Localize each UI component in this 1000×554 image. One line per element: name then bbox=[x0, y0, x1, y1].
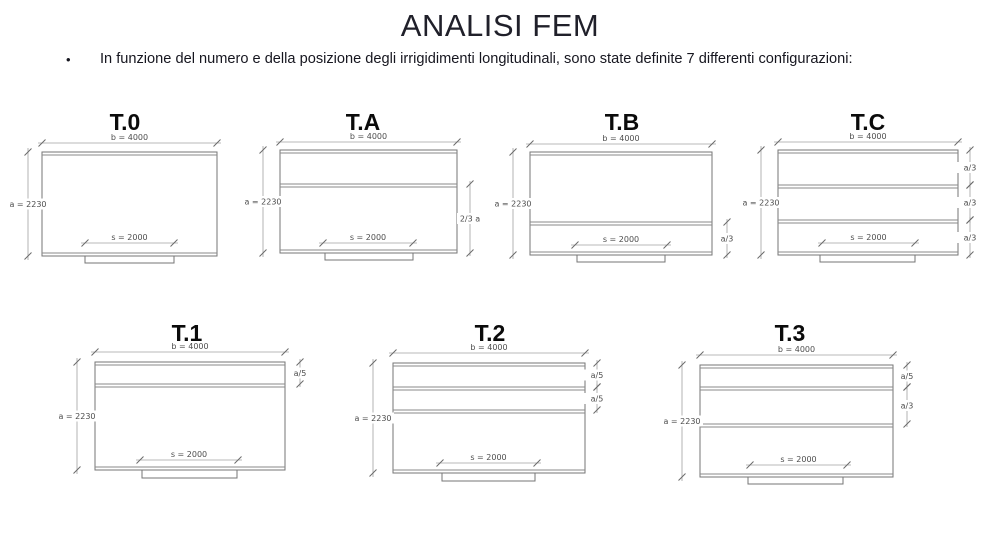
a-dimension-label: a = 2230 bbox=[742, 199, 779, 208]
configuration-label: T.0 bbox=[110, 109, 141, 135]
diagram-svg-tc: T.Cb = 4000 a = 2230 s = 2000 a/3 a/3 a/3 bbox=[740, 109, 983, 263]
fraction-dimension-label: a/5 bbox=[294, 369, 307, 378]
diagram-svg-t2: T.2b = 4000 a = 2230 s = 2000 a/5 a/5 bbox=[352, 320, 610, 482]
b-dimension-label: b = 4000 bbox=[111, 133, 148, 142]
b-dimension-label: b = 4000 bbox=[602, 134, 639, 143]
s-dimension-label: s = 2000 bbox=[350, 233, 386, 242]
s-dimension-label: s = 2000 bbox=[780, 455, 816, 464]
diagram-svg-t1: T.1b = 4000 a = 2230 s = 2000 a/5 bbox=[56, 320, 313, 479]
fraction-dimension-label: a/5 bbox=[591, 371, 604, 380]
fraction-dimension-label: a/3 bbox=[964, 199, 977, 208]
bullet-text: In funzione del numero e della posizione… bbox=[100, 51, 853, 67]
fraction-dimension-label: a/5 bbox=[591, 395, 604, 404]
bullet-row: • In funzione del numero e della posizio… bbox=[66, 50, 956, 69]
fraction-dimension-label: a/5 bbox=[901, 372, 914, 381]
bullet-marker: • bbox=[66, 52, 71, 67]
configuration-label: T.C bbox=[851, 109, 886, 135]
a-dimension-label: a = 2230 bbox=[494, 200, 531, 209]
configuration-label: T.3 bbox=[775, 320, 806, 346]
base-support bbox=[441, 472, 536, 482]
base-support bbox=[819, 254, 916, 263]
diagram-svg-ta: T.Ab = 4000 a = 2230 s = 2000 2/3 a bbox=[242, 109, 483, 261]
fraction-dimension-label: a/3 bbox=[901, 402, 914, 411]
diagram-svg-t3: T.3b = 4000 a = 2230 s = 2000 a/5 a/3 bbox=[661, 320, 920, 485]
s-dimension-label: s = 2000 bbox=[603, 235, 639, 244]
base-support bbox=[324, 252, 414, 261]
b-dimension-label: b = 4000 bbox=[849, 132, 886, 141]
configuration-label: T.2 bbox=[475, 320, 506, 346]
s-dimension-label: s = 2000 bbox=[850, 233, 886, 242]
a-dimension-label: a = 2230 bbox=[244, 198, 281, 207]
base-support bbox=[141, 469, 238, 479]
diagram-svg-t0: T.0b = 4000 a = 2230 s = 2000 bbox=[7, 109, 221, 264]
configuration-label: T.1 bbox=[172, 320, 203, 346]
fraction-dimension-label: a/3 bbox=[721, 235, 734, 244]
fraction-dimension-label: 2/3 a bbox=[460, 215, 480, 224]
b-dimension-label: b = 4000 bbox=[171, 342, 208, 351]
base-support bbox=[747, 476, 844, 485]
b-dimension-label: b = 4000 bbox=[350, 132, 387, 141]
a-dimension-label: a = 2230 bbox=[663, 417, 700, 426]
fraction-dimension-label: a/3 bbox=[964, 234, 977, 243]
configuration-label: T.B bbox=[605, 109, 640, 135]
s-dimension-label: s = 2000 bbox=[470, 453, 506, 462]
s-dimension-label: s = 2000 bbox=[171, 450, 207, 459]
b-dimension-label: b = 4000 bbox=[778, 345, 815, 354]
s-dimension-label: s = 2000 bbox=[111, 233, 147, 242]
diagram-svg-tb: T.Bb = 4000 a = 2230 s = 2000 a/3 bbox=[492, 109, 740, 263]
configuration-label: T.A bbox=[346, 109, 381, 135]
fraction-dimension-label: a/3 bbox=[964, 164, 977, 173]
slide-title: ANALISI FEM bbox=[400, 8, 600, 43]
a-dimension-label: a = 2230 bbox=[354, 414, 391, 423]
base-support bbox=[576, 254, 666, 263]
base-support bbox=[84, 255, 175, 264]
b-dimension-label: b = 4000 bbox=[470, 343, 507, 352]
a-dimension-label: a = 2230 bbox=[9, 200, 46, 209]
a-dimension-label: a = 2230 bbox=[58, 412, 95, 421]
